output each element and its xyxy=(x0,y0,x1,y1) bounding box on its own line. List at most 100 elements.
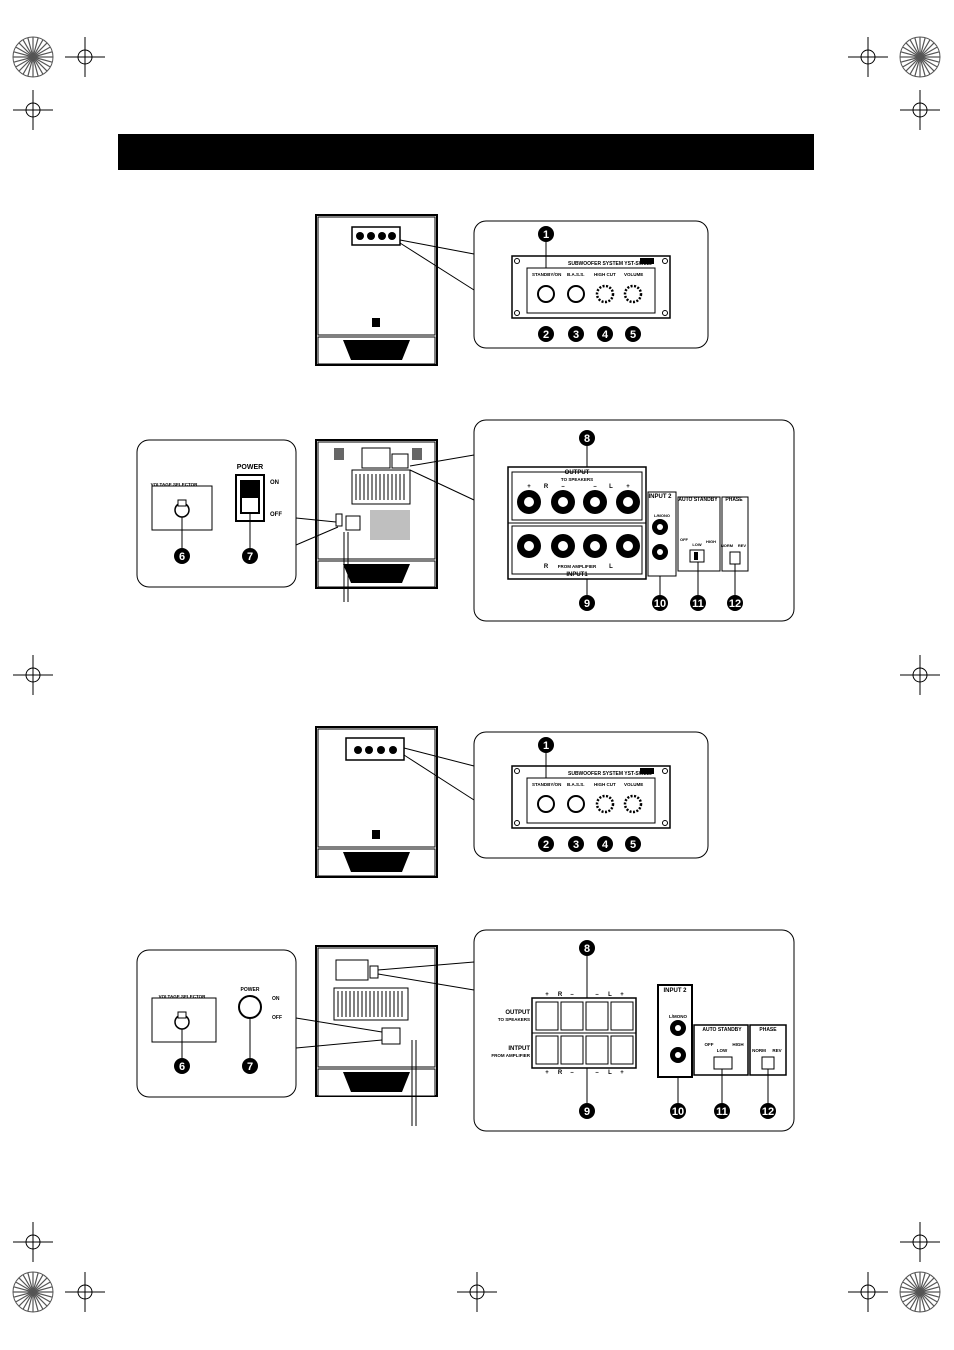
t-r: R xyxy=(558,992,563,998)
callout-8a: 8 xyxy=(579,430,595,446)
registration-mark xyxy=(457,1272,497,1312)
volume-label-2: VOLUME xyxy=(624,782,643,787)
svg-text:1: 1 xyxy=(543,229,549,241)
starburst-mark xyxy=(12,36,54,78)
b-l: L xyxy=(608,1070,612,1076)
callout-9b: 9 xyxy=(579,1103,595,1119)
svg-text:7: 7 xyxy=(247,1061,253,1073)
svg-text:8: 8 xyxy=(584,943,590,955)
svg-text:4: 4 xyxy=(602,839,609,851)
phase-rev-1: REV xyxy=(738,543,747,548)
bass-label-1: B.A.S.S. xyxy=(567,272,585,277)
as-off-2: OFF xyxy=(705,1042,714,1047)
out-minus-r: – xyxy=(561,484,565,490)
b-r: R xyxy=(558,1070,563,1076)
svg-text:8: 8 xyxy=(584,433,590,445)
callout-1b: 1 xyxy=(538,737,554,753)
svg-text:3: 3 xyxy=(573,839,579,851)
speaker-terminal-grid-2 xyxy=(535,1001,634,1065)
phase-label-1: PHASE xyxy=(725,497,743,503)
callout-7a: 7 xyxy=(242,548,258,564)
callout-4b: 4 xyxy=(597,836,613,852)
out-l: L xyxy=(609,484,613,490)
starburst-mark xyxy=(899,1271,941,1313)
voltage-selector-label-2: VOLTAGE SELECTOR xyxy=(159,994,207,999)
bass-label-2: B.A.S.S. xyxy=(567,782,585,787)
power-off-label-2: OFF xyxy=(272,1015,282,1021)
svg-text:12: 12 xyxy=(729,598,741,610)
power-label-2: POWER xyxy=(241,987,260,993)
phase-rev-2: REV xyxy=(772,1048,781,1053)
registration-mark xyxy=(13,655,53,695)
standby-on-label-2: STANDBY/ON xyxy=(532,782,561,787)
output-label-1: OUTPUT xyxy=(565,470,590,476)
subwoofer-rear-view-2 xyxy=(295,945,475,1126)
registration-mark xyxy=(13,90,53,130)
callout-5a: 5 xyxy=(625,326,641,342)
callout-6a: 6 xyxy=(174,548,190,564)
section-header-bar xyxy=(118,134,814,170)
from-amplifier-label-1: FROM AMPLIFIER xyxy=(558,564,597,569)
volume-label-1: VOLUME xyxy=(624,272,643,277)
registration-mark xyxy=(65,37,105,77)
callout-4a: 4 xyxy=(597,326,613,342)
auto-standby-label-1: AUTO STANDBY xyxy=(678,497,718,503)
svg-text:6: 6 xyxy=(179,1061,185,1073)
registration-mark xyxy=(848,1272,888,1312)
standby-on-label-1: STANDBY/ON xyxy=(532,272,561,277)
mono-label-1: L/MONO xyxy=(654,513,670,518)
subwoofer-front-view-1 xyxy=(315,214,475,366)
svg-text:11: 11 xyxy=(716,1106,728,1118)
t-plus-l: + xyxy=(620,992,624,998)
svg-text:5: 5 xyxy=(630,329,636,341)
svg-text:3: 3 xyxy=(573,329,579,341)
svg-text:10: 10 xyxy=(654,598,666,610)
in-r: R xyxy=(544,564,549,570)
from-amplifier-label-2: FROM AMPLIFIER xyxy=(491,1053,530,1058)
callout-1a: 1 xyxy=(538,226,554,242)
t-minus-r: – xyxy=(570,992,574,998)
svg-text:9: 9 xyxy=(584,598,590,610)
input1-label-1: INPUT1 xyxy=(566,572,588,578)
svg-text:6: 6 xyxy=(179,551,185,563)
svg-text:1: 1 xyxy=(543,740,549,752)
callout-10b: 10 xyxy=(670,1103,686,1119)
as-high-2: HIGH xyxy=(732,1042,743,1047)
power-on-label-2: ON xyxy=(272,996,280,1002)
callout-5b: 5 xyxy=(625,836,641,852)
callout-12b: 12 xyxy=(760,1103,776,1119)
svg-text:12: 12 xyxy=(762,1106,774,1118)
callout-12a: 12 xyxy=(727,595,743,611)
svg-text:10: 10 xyxy=(672,1106,684,1118)
registration-mark xyxy=(13,1222,53,1262)
callout-3a: 3 xyxy=(568,326,584,342)
output-label-2: OUTPUT xyxy=(505,1010,530,1016)
out-minus-l: – xyxy=(593,484,597,490)
model-label-1: SUBWOOFER SYSTEM YST-SW315 xyxy=(568,261,652,267)
svg-text:9: 9 xyxy=(584,1106,590,1118)
high-cut-label-2: HIGH CUT xyxy=(594,782,616,787)
to-speakers-label-1: TO SPEAKERS xyxy=(561,477,593,482)
callout-3b: 3 xyxy=(568,836,584,852)
mono-label-2: L/MONO xyxy=(669,1014,687,1019)
phase-label-2: PHASE xyxy=(759,1027,777,1033)
b-plus-l: + xyxy=(620,1070,624,1076)
starburst-mark xyxy=(12,1271,54,1313)
registration-mark xyxy=(900,1222,940,1262)
t-plus-r: + xyxy=(545,992,549,998)
as-off-1: OFF xyxy=(680,537,689,542)
auto-standby-label-2: AUTO STANDBY xyxy=(702,1027,742,1033)
t-l: L xyxy=(608,992,612,998)
as-high-1: HIGH xyxy=(706,539,716,544)
input2-label-1: INPUT 2 xyxy=(648,494,672,500)
callout-8b: 8 xyxy=(579,940,595,956)
intput-label-2: INTPUT xyxy=(508,1046,530,1052)
t-minus-l: – xyxy=(595,992,599,998)
in-l: L xyxy=(609,564,613,570)
registration-mark xyxy=(65,1272,105,1312)
to-speakers-label-2: TO SPEAKERS xyxy=(498,1017,530,1022)
svg-text:4: 4 xyxy=(602,329,609,341)
